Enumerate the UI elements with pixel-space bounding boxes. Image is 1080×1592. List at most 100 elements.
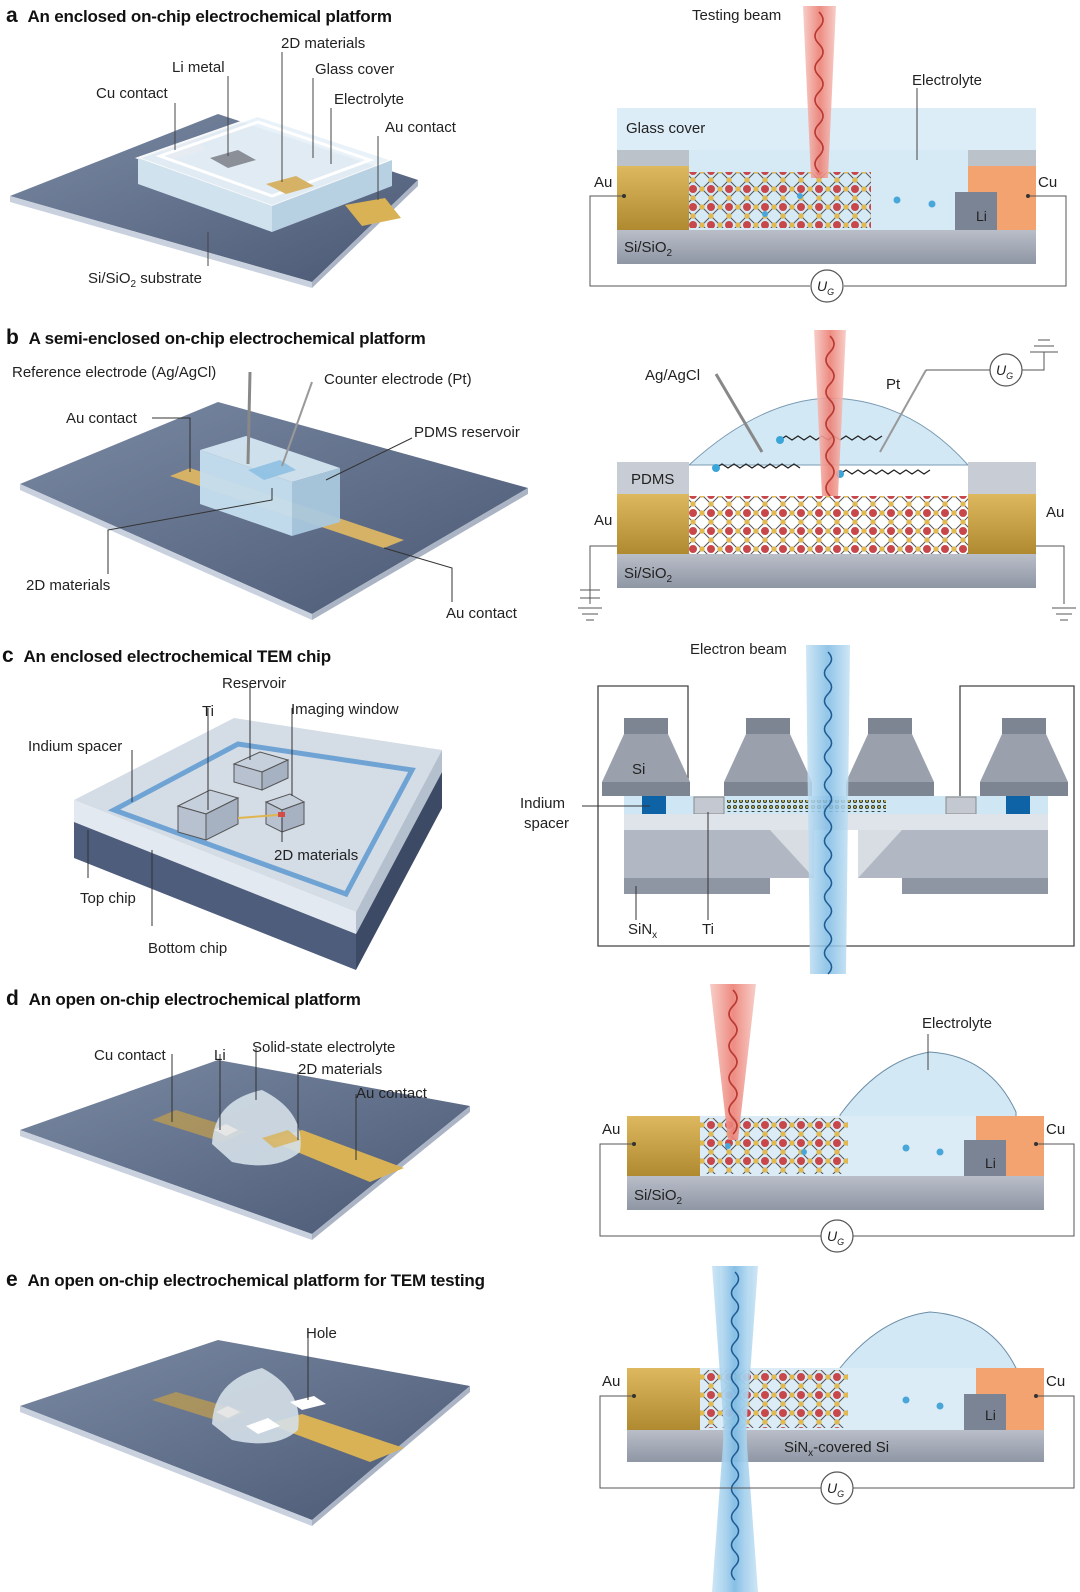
testing-beam <box>814 330 846 496</box>
e-right-sinx-a-label: SiN <box>784 1439 808 1456</box>
a-left-substrate-sub-label: 2 <box>131 279 137 290</box>
a-right-cu-label: Cu <box>1038 174 1057 191</box>
2d-material-spot <box>278 812 285 817</box>
d-right-li-label: Li <box>985 1155 996 1171</box>
au-strip <box>268 1130 404 1182</box>
a-right-ug-sub-label: G <box>827 287 834 297</box>
2d-layer <box>726 800 886 812</box>
svg-text:SiNx: SiNx <box>628 921 657 941</box>
svg-text:Si/SiO2: Si/SiO2 <box>624 239 673 259</box>
testing-beam <box>710 984 756 1140</box>
c-right-indium-2-label: spacer <box>524 815 569 832</box>
svg-text:Si/SiO2 substrate: Si/SiO2 substrate <box>88 270 202 290</box>
c-left-reservoir-label: Reservoir <box>222 675 286 692</box>
indium-left <box>642 796 666 814</box>
d-left-materials-2d-label: 2D materials <box>298 1061 382 1078</box>
d-right-electrolyte-label: Electrolyte <box>922 1015 992 1032</box>
li-block <box>955 192 997 230</box>
ti-left <box>693 796 725 815</box>
panel-e-right: Au Cu Li SiNx-covered Si UG <box>599 1266 1075 1592</box>
e-left-hole-label: Hole <box>306 1325 337 1342</box>
panel-c-left: Reservoir Ti Imaging window Indium space… <box>28 675 442 970</box>
d-right-ug-sub-label: G <box>837 1237 844 1247</box>
panel-d-right: Electrolyte Au Cu Li Si/SiO2 UG <box>599 984 1075 1253</box>
c-right-electron-beam-label: Electron beam <box>690 641 787 658</box>
c-left-top-chip-label: Top chip <box>80 890 136 907</box>
2d-lattice <box>689 496 968 554</box>
a-right-ug-label: U <box>817 278 828 294</box>
e-right-sinx-sub-label: x <box>808 1448 813 1459</box>
c-right-ti-label: Ti <box>702 921 714 938</box>
voltage-source <box>820 1219 854 1253</box>
panel-b-right: Ag/AgCl Pt PDMS Au Au Si/SiO2 UG <box>578 330 1076 621</box>
pt-electrode <box>879 369 927 453</box>
b-left-au-contact-2-label: Au contact <box>446 605 518 622</box>
b-right-agagcl-label: Ag/AgCl <box>645 367 700 384</box>
a-right-li-label: Li <box>976 208 987 224</box>
a-left-electrolyte-label: Electrolyte <box>334 91 404 108</box>
2d-material-patch <box>266 176 314 194</box>
e-right-sinx-b-label: -covered Si <box>813 1439 889 1456</box>
a-left-materials-2d-label: 2D materials <box>281 35 365 52</box>
a-right-sisio-label: Si/SiO <box>624 239 667 256</box>
c-right-sinx-sub-label: x <box>652 930 657 941</box>
b-left-pdms-label: PDMS reservoir <box>414 424 520 441</box>
li-block <box>964 1394 1006 1430</box>
d-left-li-label: Li <box>214 1047 226 1064</box>
e-right-ug-label: U <box>827 1480 838 1496</box>
e-right-cu-label: Cu <box>1046 1373 1065 1390</box>
2d-lattice <box>689 172 871 228</box>
c-left-materials-2d-label: 2D materials <box>274 847 358 864</box>
b-left-au-contact-label: Au contact <box>66 410 138 427</box>
b-right-ug-sub-label: G <box>1006 371 1013 381</box>
d-left-au-contact-label: Au contact <box>356 1085 428 1102</box>
b-right-au-right-label: Au <box>1046 504 1064 521</box>
ag-electrode <box>714 373 764 453</box>
a-left-li-metal-label: Li metal <box>172 59 225 76</box>
panel-e-left: Hole <box>20 1325 470 1526</box>
b-right-pdms-label: PDMS <box>631 471 674 488</box>
au-electrode <box>627 1368 700 1430</box>
d-right-cu-label: Cu <box>1046 1121 1065 1138</box>
d-right-sisio-label: Si/SiO <box>634 1187 677 1204</box>
li-metal-patch <box>210 150 256 168</box>
a-right-electrolyte-label: Electrolyte <box>912 72 982 89</box>
sinx-left <box>624 878 770 894</box>
au-right <box>968 494 1036 554</box>
b-left-reference-label: Reference electrode (Ag/AgCl) <box>12 364 216 381</box>
voltage-source <box>820 1471 854 1505</box>
svg-text:UG: UG <box>827 1480 844 1499</box>
panel-c-right: Electron beam Si Indium spacer SiNx Ti <box>520 641 1075 975</box>
a-left-au-contact-label: Au contact <box>385 119 457 136</box>
a-left-cu-contact-label: Cu contact <box>96 85 169 102</box>
counter-electrode <box>281 381 313 467</box>
svg-text:UG: UG <box>817 278 834 297</box>
a-left-substrate-label: Si/SiO <box>88 270 131 287</box>
panel-a-right: Testing beam Electrolyte Glass cover Au … <box>589 6 1067 303</box>
panel-a-left: Cu contact Li metal 2D materials Glass c… <box>10 35 457 290</box>
c-left-imaging-window-label: Imaging window <box>291 701 399 718</box>
au-electrode <box>617 166 689 230</box>
panel-d-left: Cu contact Li Solid-state electrolyte 2D… <box>20 1039 470 1240</box>
svg-text:SiNx-covered Si: SiNx-covered Si <box>784 1439 889 1459</box>
a-left-substrate-tail-label: substrate <box>136 270 202 287</box>
d-right-au-label: Au <box>602 1121 620 1138</box>
reference-electrode <box>246 371 252 465</box>
au-strip <box>345 198 401 226</box>
e-right-au-label: Au <box>602 1373 620 1390</box>
c-left-ti-label: Ti <box>202 703 214 720</box>
b-right-sisio-sub-label: 2 <box>667 574 673 585</box>
d-left-cu-contact-label: Cu contact <box>94 1047 167 1064</box>
a-right-testing-beam-label: Testing beam <box>692 7 781 24</box>
a-left-glass-cover-label: Glass cover <box>315 61 394 78</box>
li-block <box>964 1140 1006 1176</box>
electron-beam <box>806 645 850 974</box>
c-left-indium-spacer-label: Indium spacer <box>28 738 122 755</box>
d-left-sse-label: Solid-state electrolyte <box>252 1039 395 1056</box>
voltage-source <box>810 269 844 303</box>
top-chip <box>74 718 442 912</box>
pdms-left <box>617 462 689 494</box>
